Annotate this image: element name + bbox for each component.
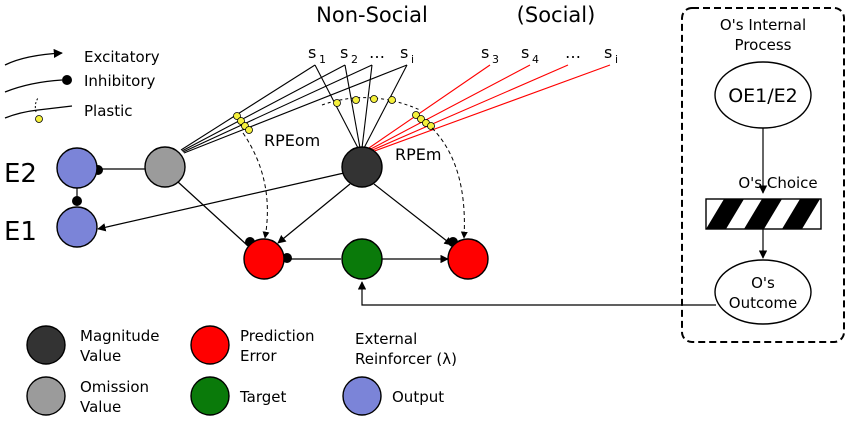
stimulus-s2: s 2: [340, 43, 358, 66]
svg-text:s: s: [340, 43, 348, 62]
svg-text:Error: Error: [240, 347, 277, 365]
e2-label: E2: [4, 159, 37, 189]
stimulus-si: s i: [400, 43, 414, 66]
plastic-synapses-social: [412, 111, 435, 130]
svg-text:Output: Output: [392, 388, 444, 406]
outcome-node: [714, 259, 812, 325]
svg-text:s: s: [604, 43, 612, 62]
social-input-lines: [365, 64, 611, 154]
internal-process-box: [681, 7, 845, 343]
rpe-m-label: RPEm: [395, 145, 441, 164]
svg-text:Inhibitory: Inhibitory: [84, 72, 156, 90]
svg-text:Prediction: Prediction: [240, 327, 315, 345]
internal-process-title-1: O's Internal: [720, 16, 806, 34]
plastic-synapses-top: [333, 95, 396, 107]
svg-text:1: 1: [319, 53, 326, 66]
outcome-label-1: O's: [751, 274, 775, 292]
svg-text:Omission: Omission: [80, 378, 149, 396]
svg-text:3: 3: [492, 53, 499, 66]
legend-prediction-error: Prediction Error: [190, 325, 315, 365]
svg-text:Value: Value: [80, 398, 121, 416]
svg-text:s: s: [308, 43, 316, 62]
svg-text:i: i: [615, 53, 618, 66]
target-node: [341, 238, 383, 280]
svg-text:4: 4: [532, 53, 539, 66]
e2-output-node: [56, 147, 98, 189]
legend-omission-value: Omission Value: [26, 376, 149, 416]
svg-text:Target: Target: [239, 388, 287, 406]
svg-text:Plastic: Plastic: [84, 102, 133, 120]
stimulus-social-si: s i: [604, 43, 618, 66]
svg-text:Value: Value: [80, 347, 121, 365]
svg-text:Magnitude: Magnitude: [80, 327, 159, 345]
prediction-error-om-node: [243, 238, 285, 280]
svg-text:s: s: [400, 43, 408, 62]
e1-label: E1: [4, 217, 37, 247]
svg-text:s: s: [521, 43, 529, 62]
choice-label: O's Choice: [738, 174, 817, 192]
oe-state-label: OE1/E2: [728, 85, 798, 107]
stimulus-s3: s 3: [481, 43, 499, 66]
svg-text:s: s: [481, 43, 489, 62]
magnitude-value-node: [341, 146, 383, 188]
legend-target: Target: [190, 376, 287, 416]
omission-value-node: [144, 146, 186, 188]
legend-output: Output: [342, 376, 444, 416]
svg-text:Excitatory: Excitatory: [84, 48, 160, 66]
prediction-error-m-node: [447, 238, 489, 280]
external-reinforcer-line2: Reinforcer (λ): [355, 350, 457, 368]
choice-bar: [705, 198, 822, 230]
svg-text:2: 2: [351, 53, 358, 66]
stimulus-ellipsis-nonsocial: …: [369, 43, 385, 62]
social-header: (Social): [517, 3, 596, 27]
stimulus-ellipsis-social: …: [565, 43, 581, 62]
legend-plastic: Plastic: [4, 97, 133, 123]
outcome-label-2: Outcome: [729, 294, 797, 312]
non-social-header: Non-Social: [316, 3, 428, 27]
legend-inhibitory: Inhibitory: [4, 72, 156, 93]
e1-output-node: [56, 206, 98, 248]
rpe-om-label: RPEom: [264, 131, 320, 150]
plastic-synapses-omission: [233, 112, 253, 134]
svg-text:i: i: [411, 53, 414, 66]
network-connections: [76, 168, 716, 306]
external-reinforcer-line1: External: [355, 330, 417, 348]
legend-magnitude-value: Magnitude Value: [26, 325, 159, 365]
legend-excitatory: Excitatory: [4, 48, 160, 66]
stimulus-s1: s 1: [308, 43, 326, 66]
internal-process-title-2: Process: [735, 36, 792, 54]
stimulus-s4: s 4: [521, 43, 539, 66]
